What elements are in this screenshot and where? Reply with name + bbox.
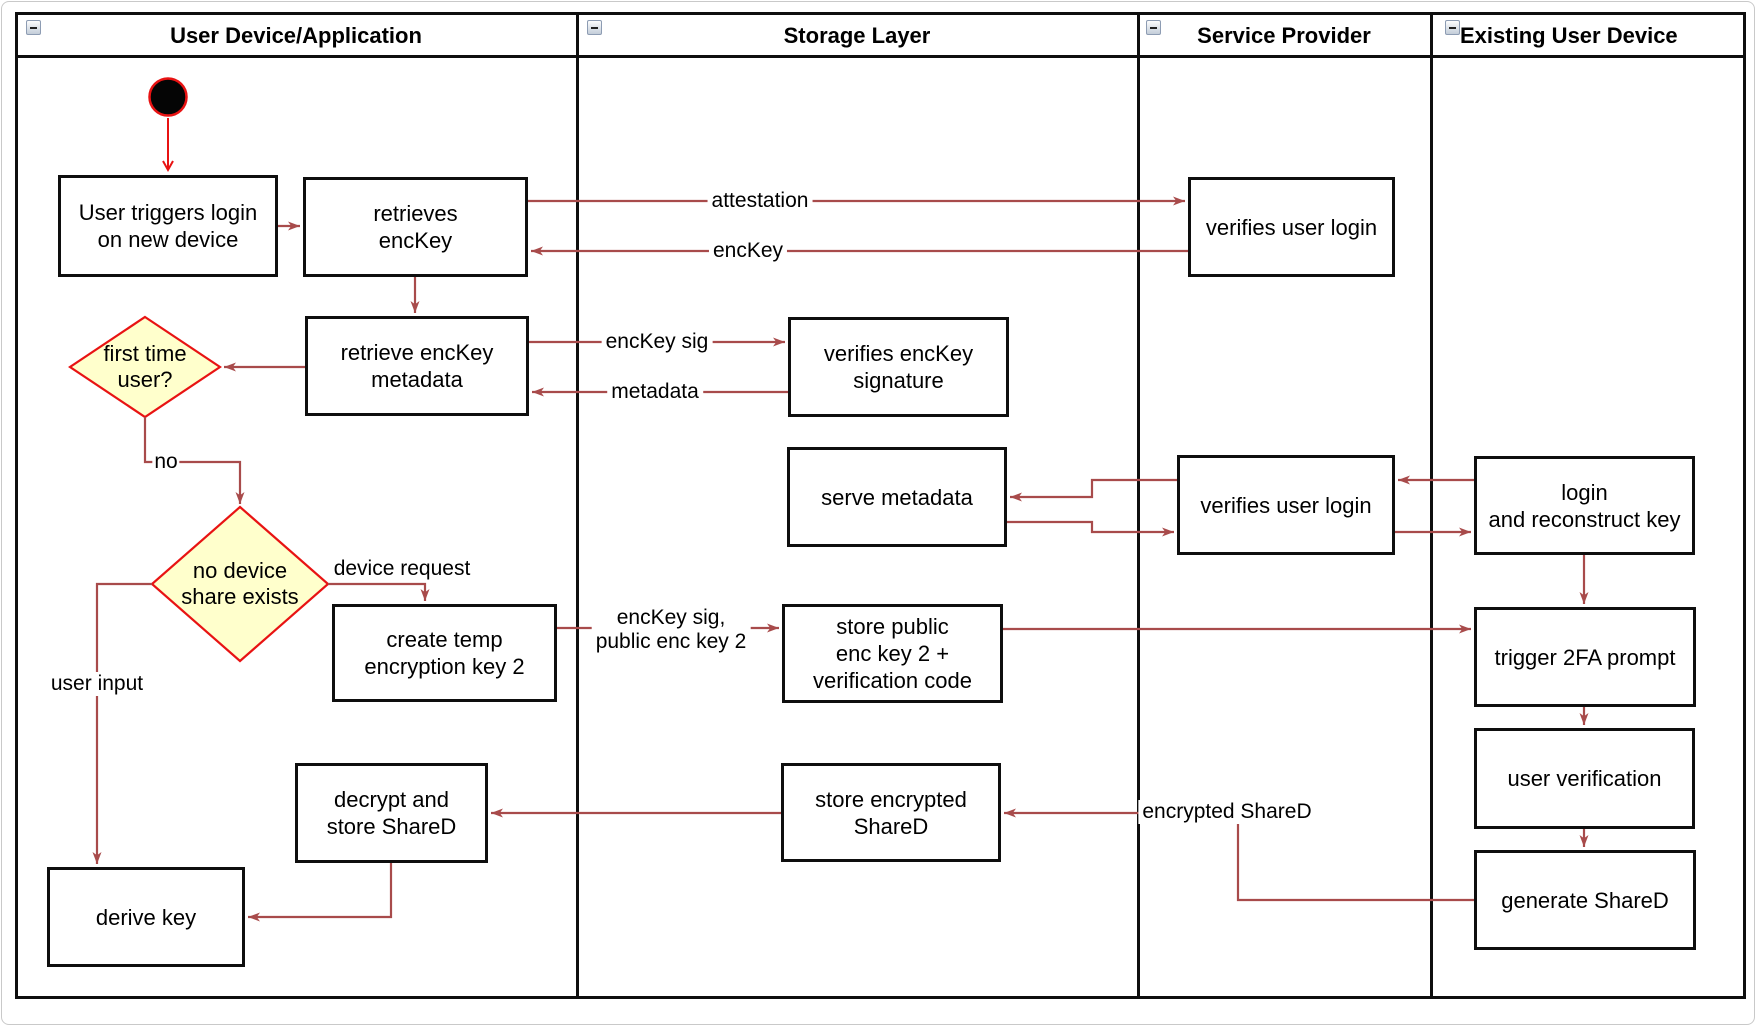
collapse-lane-icon[interactable] [1445,20,1460,35]
edge-label-encrypted-shared: encrypted ShareD [1138,800,1316,824]
edge-label-enckey-sig-pubkey2: encKey sig, public enc key 2 [591,606,751,654]
node-create-temp-key2[interactable]: create temp encryption key 2 [332,604,557,702]
node-login-reconstruct-key[interactable]: login and reconstruct key [1474,456,1695,555]
node-store-public-key2[interactable]: store public enc key 2 + verification co… [782,604,1003,703]
collapse-lane-icon[interactable] [26,20,41,35]
edge-label-metadata: metadata [607,380,703,404]
collapse-lane-icon[interactable] [587,20,602,35]
lane-divider-2 [1137,12,1140,999]
lane-title-existing-user-device: Existing User Device [1460,23,1678,48]
lane-title-service-provider: Service Provider [1197,23,1371,48]
node-store-encrypted-shared[interactable]: store encrypted ShareD [781,763,1001,862]
edge-label-no: no [152,450,180,474]
node-derive-key[interactable]: derive key [47,867,245,967]
edge-label-device-request: device request [329,557,475,581]
edge-label-enckey: encKey [708,239,788,263]
node-serve-metadata[interactable]: serve metadata [787,447,1007,547]
decision-label-no-device-share: no device share exists [181,558,299,609]
node-user-triggers-login[interactable]: User triggers login on new device [58,175,278,277]
node-verifies-enckey-signature[interactable]: verifies encKey signature [788,317,1009,417]
lane-divider-1 [576,12,579,999]
lane-divider-3 [1430,12,1433,999]
node-trigger-2fa-prompt[interactable]: trigger 2FA prompt [1474,607,1696,707]
node-retrieve-enckey-metadata[interactable]: retrieve encKey metadata [305,316,529,416]
edge-label-enckey-sig: encKey sig [601,330,713,354]
node-generate-shared[interactable]: generate ShareD [1474,850,1696,950]
node-decrypt-store-shared[interactable]: decrypt and store ShareD [295,763,488,863]
lane-header-underline [15,55,1746,58]
lane-title-user-device: User Device/Application [170,23,422,48]
decision-label-first-time: first time user? [103,341,187,392]
node-user-verification[interactable]: user verification [1474,728,1695,829]
edge-label-attestation: attestation [707,189,813,213]
edge-label-user-input: user input [46,672,148,696]
collapse-lane-icon[interactable] [1146,20,1161,35]
node-verifies-user-login-1[interactable]: verifies user login [1188,177,1395,277]
lane-title-storage-layer: Storage Layer [783,23,931,48]
swimlane-pool [15,12,1746,999]
node-verifies-user-login-2[interactable]: verifies user login [1177,455,1395,555]
node-retrieves-enckey[interactable]: retrieves encKey [303,177,528,277]
